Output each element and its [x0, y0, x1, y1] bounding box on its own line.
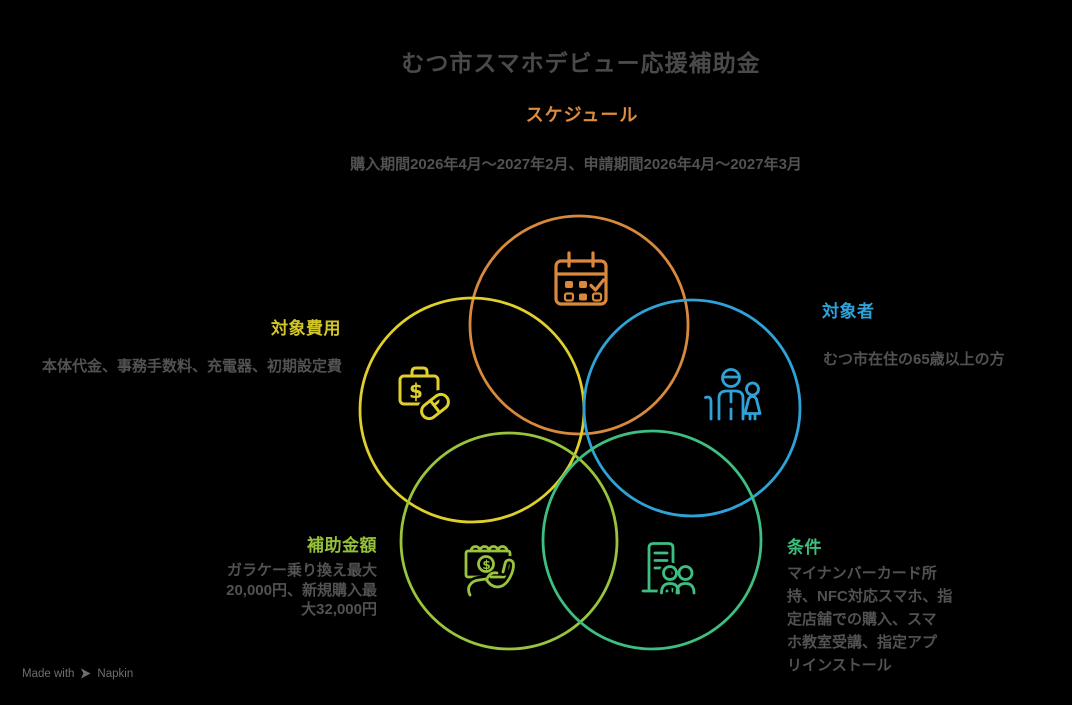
amount-section-label: 補助金額: [307, 536, 377, 555]
page-title: むつ市スマホデビュー応援補助金: [401, 50, 761, 76]
condition-text-line: マイナンバーカード所: [787, 565, 937, 582]
amount-text-line: 20,000円、新規購入最: [226, 581, 377, 599]
schedule-section-label: スケジュール: [525, 105, 639, 125]
amount-text-line: 大32,000円: [301, 601, 377, 618]
condition-text-line: リインストール: [787, 657, 892, 674]
senior-couple-icon: [704, 368, 762, 421]
made-with-label: Made with: [22, 667, 75, 680]
svg-text:$: $: [482, 558, 490, 572]
condition-section-label: 条件: [787, 538, 822, 557]
audience-section-text: むつ市在住の65歳以上の方: [823, 351, 1005, 368]
amount-section-text: ガラケー乗り換え最大 20,000円、新規購入最 大32,000円: [157, 561, 377, 620]
condition-text-line: ホ教室受講、指定アプ: [787, 634, 938, 651]
schedule-circle: [468, 214, 690, 436]
amount-text-line: ガラケー乗り換え最大: [226, 562, 377, 579]
condition-circle: [541, 429, 763, 651]
audience-circle: [582, 298, 802, 518]
cost-section-text: 本体代金、事務手数料、充電器、初期設定費: [41, 358, 342, 375]
cost-section-label: 対象費用: [271, 319, 341, 338]
calendar-check-icon: [554, 251, 608, 306]
building-people-icon: [641, 542, 698, 597]
brand-label: Napkin: [97, 667, 134, 680]
condition-text-line: 定店舗での購入、スマ: [787, 611, 937, 628]
amount-circle: [399, 431, 619, 651]
money-in-hand-icon: $: [464, 545, 518, 599]
condition-text-line: 持、NFC対応スマホ、指: [787, 588, 953, 605]
svg-text:$: $: [409, 379, 423, 403]
napkin-logo-icon: [81, 668, 92, 679]
schedule-period-text: 購入期間2026年4月～2027年2月、申請期間2026年4月～2027年3月: [350, 156, 802, 173]
footer-credit: Made with Napkin: [22, 667, 133, 680]
cost-circle: [358, 296, 586, 524]
condition-section-text: マイナンバーカード所 持、NFC対応スマホ、指 定店舗での購入、スマ ホ教室受講…: [787, 562, 967, 677]
briefcase-dollar-pill-icon: $: [398, 366, 453, 424]
audience-section-label: 対象者: [822, 302, 875, 321]
